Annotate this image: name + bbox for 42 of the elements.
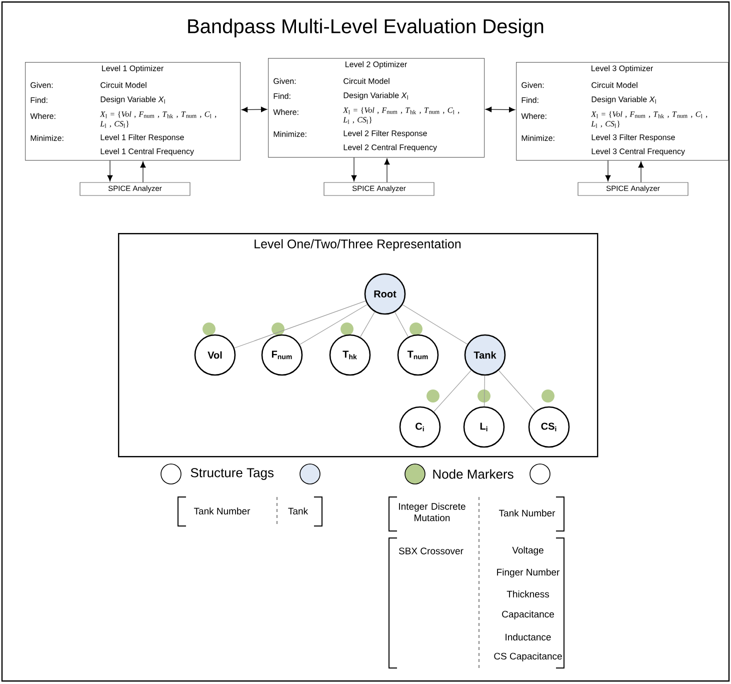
- tree-line: [434, 370, 472, 412]
- table-text: Inductance: [506, 634, 551, 640]
- table-text: CS Capacitance: [494, 652, 562, 662]
- tree-line: [498, 370, 536, 412]
- table-text: Tank: [288, 508, 308, 514]
- tree-line: [394, 312, 408, 338]
- table-text: Finger Number: [497, 568, 560, 578]
- arrow: [241, 106, 268, 112]
- tree-node: T$_{num}$: [397, 334, 439, 376]
- arrow: [605, 160, 611, 182]
- table-text: Capacitance: [502, 610, 554, 620]
- optimizer-box: Level 2 Optimizer Given: Circuit Model Find: Design Variable X$_{l}$ Where: X$_{l}$ = {Vol , F$_{num}$ , T$_{hk}$ , T$_{num}$ , C$_{l}$ , L$_{l}$ , CS$_{l}$} Minimize: Level 2 Filter Response Level 2 Central Frequency: [268, 58, 485, 158]
- optimizer-box: Level 3 Optimizer Given: Circuit Model Find: Design Variable X$_{l}$ Where: X$_{l}$ = {Vol , F$_{num}$ , T$_{hk}$ , T$_{num}$ , C$_{l}$ , L$_{l}$ , CS$_{l}$} Minimize: Level 3 Filter Response Level 3 Central Frequency: [516, 62, 729, 161]
- arrow: [485, 106, 516, 112]
- tree-node: C$_{i}$: [399, 406, 441, 448]
- arrow: [107, 160, 113, 182]
- tree-node: L$_{i}$: [463, 406, 505, 448]
- tree-node: Tank: [464, 334, 506, 376]
- table-text: Tank Number: [498, 510, 556, 516]
- arrow: [140, 161, 146, 182]
- arrow: [638, 161, 644, 182]
- tree-node: Vol: [194, 334, 236, 376]
- table-text: Integer Discrete Mutation: [399, 502, 466, 522]
- optimizer-box: Level 1 Optimizer Given: Circuit Model Find: Design Variable X$_{l}$ Where: X$_{l}$ = {Vol , F$_{num}$ , T$_{hk}$ , T$_{num}$ , C$_{l}$ , L$_{l}$ , CS$_{l}$} Minimize: Level 1 Filter Response Level 1 Central Frequency: [25, 62, 241, 161]
- tree-node: T$_{hk}$: [329, 334, 371, 376]
- tree-line: [402, 304, 468, 345]
- tree-line: [360, 312, 376, 338]
- arrow: [351, 157, 357, 182]
- table-text: Tank Number: [194, 508, 250, 514]
- tree-line: [484, 375, 486, 407]
- tree-node: F$_{num}$: [261, 334, 303, 376]
- table-text: SBX Crossover: [398, 548, 464, 554]
- table-text: Voltage: [512, 546, 544, 556]
- legend-text: Node Markers: [433, 469, 514, 479]
- tree-node: CS$_{i}$: [528, 406, 570, 448]
- tree-line: [299, 304, 368, 345]
- arrow: [384, 158, 390, 182]
- tree-line: [234, 300, 366, 348]
- legend-text: Structure Tags: [190, 468, 274, 480]
- title: Bandpass Multi-Level Evaluation Design: [188, 18, 544, 38]
- tree-node: Root: [364, 273, 406, 315]
- table-text: Thickness: [506, 590, 550, 598]
